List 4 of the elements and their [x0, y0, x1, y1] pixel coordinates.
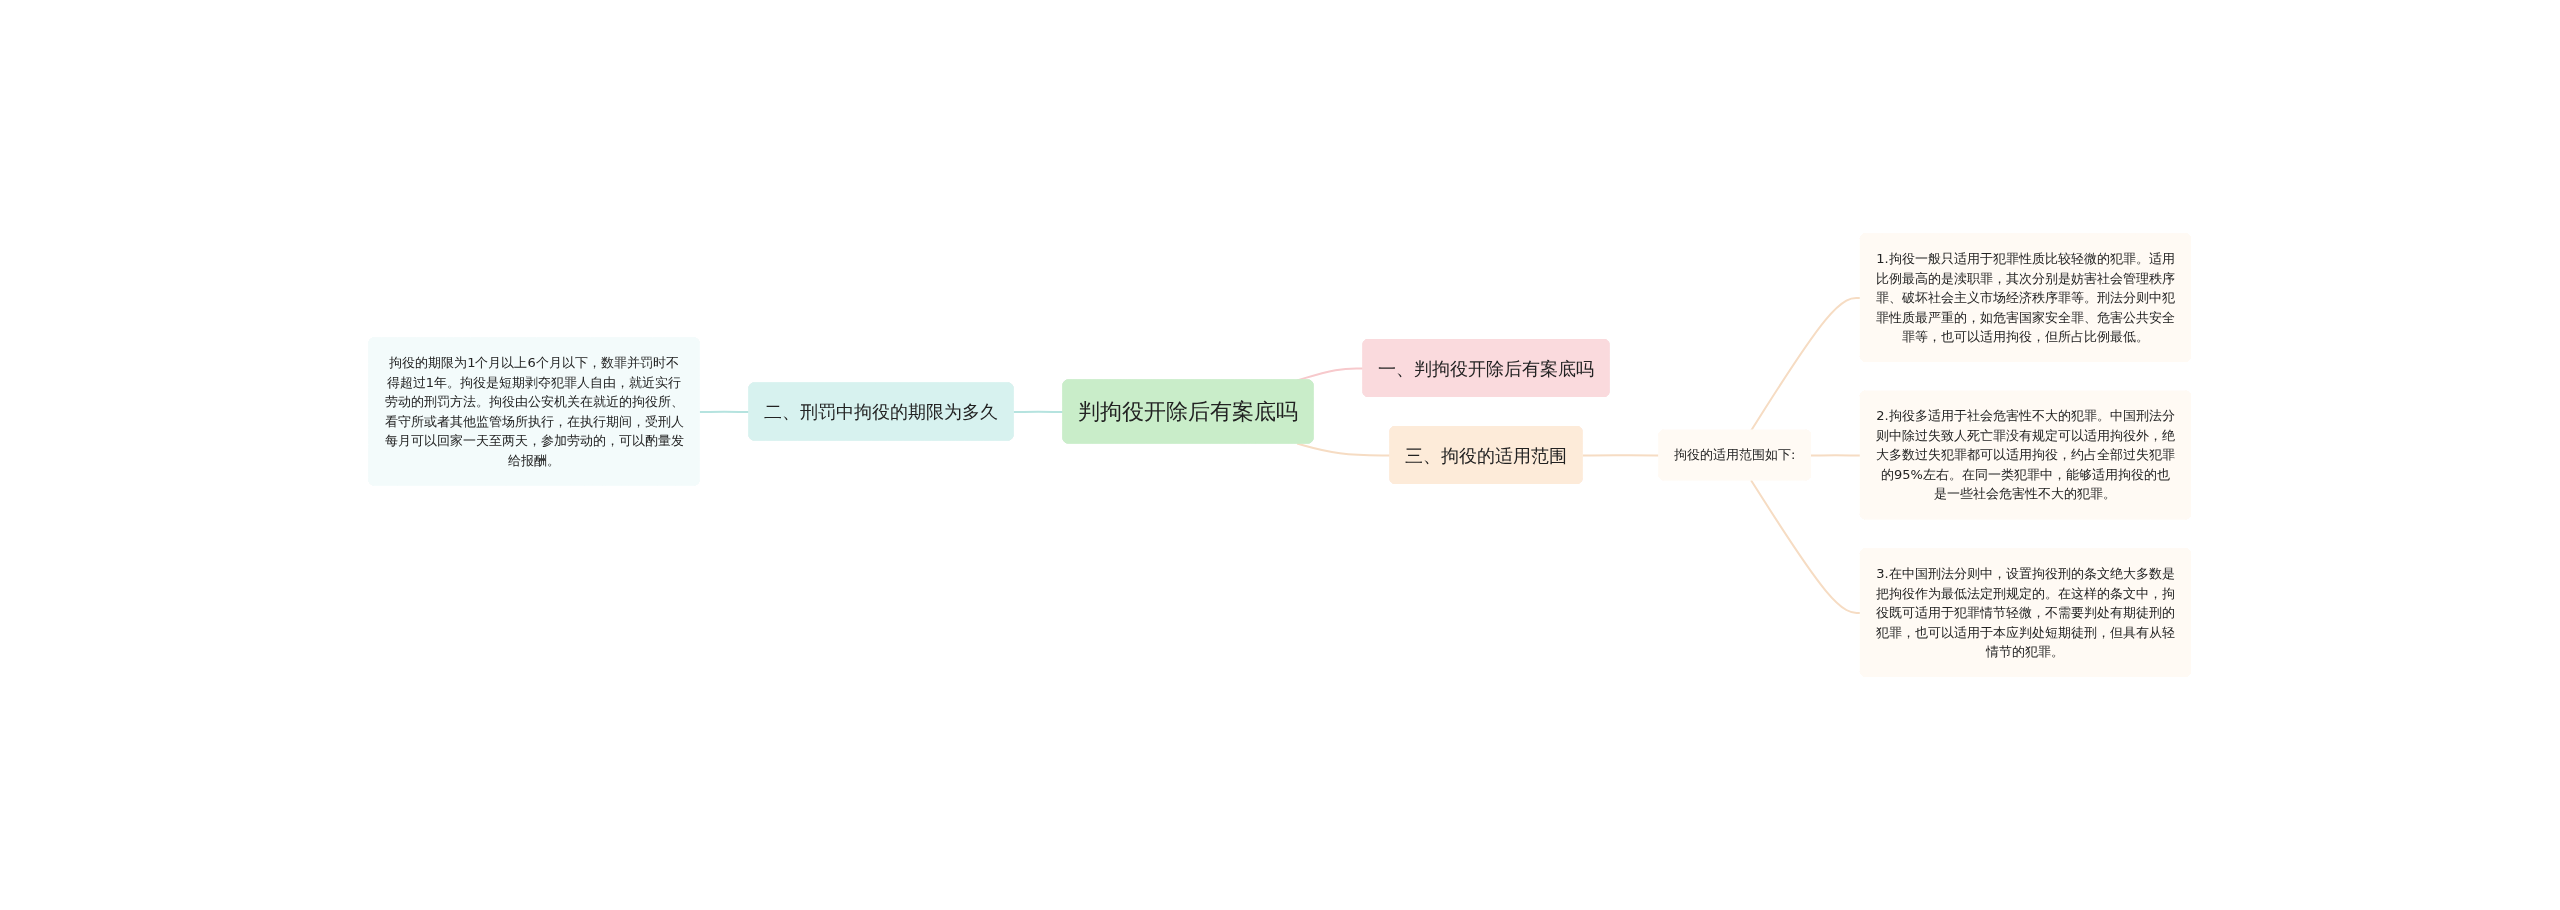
connector	[1012, 410, 1065, 413]
connector	[1581, 454, 1661, 457]
connector	[1296, 442, 1392, 457]
connector	[698, 410, 751, 413]
